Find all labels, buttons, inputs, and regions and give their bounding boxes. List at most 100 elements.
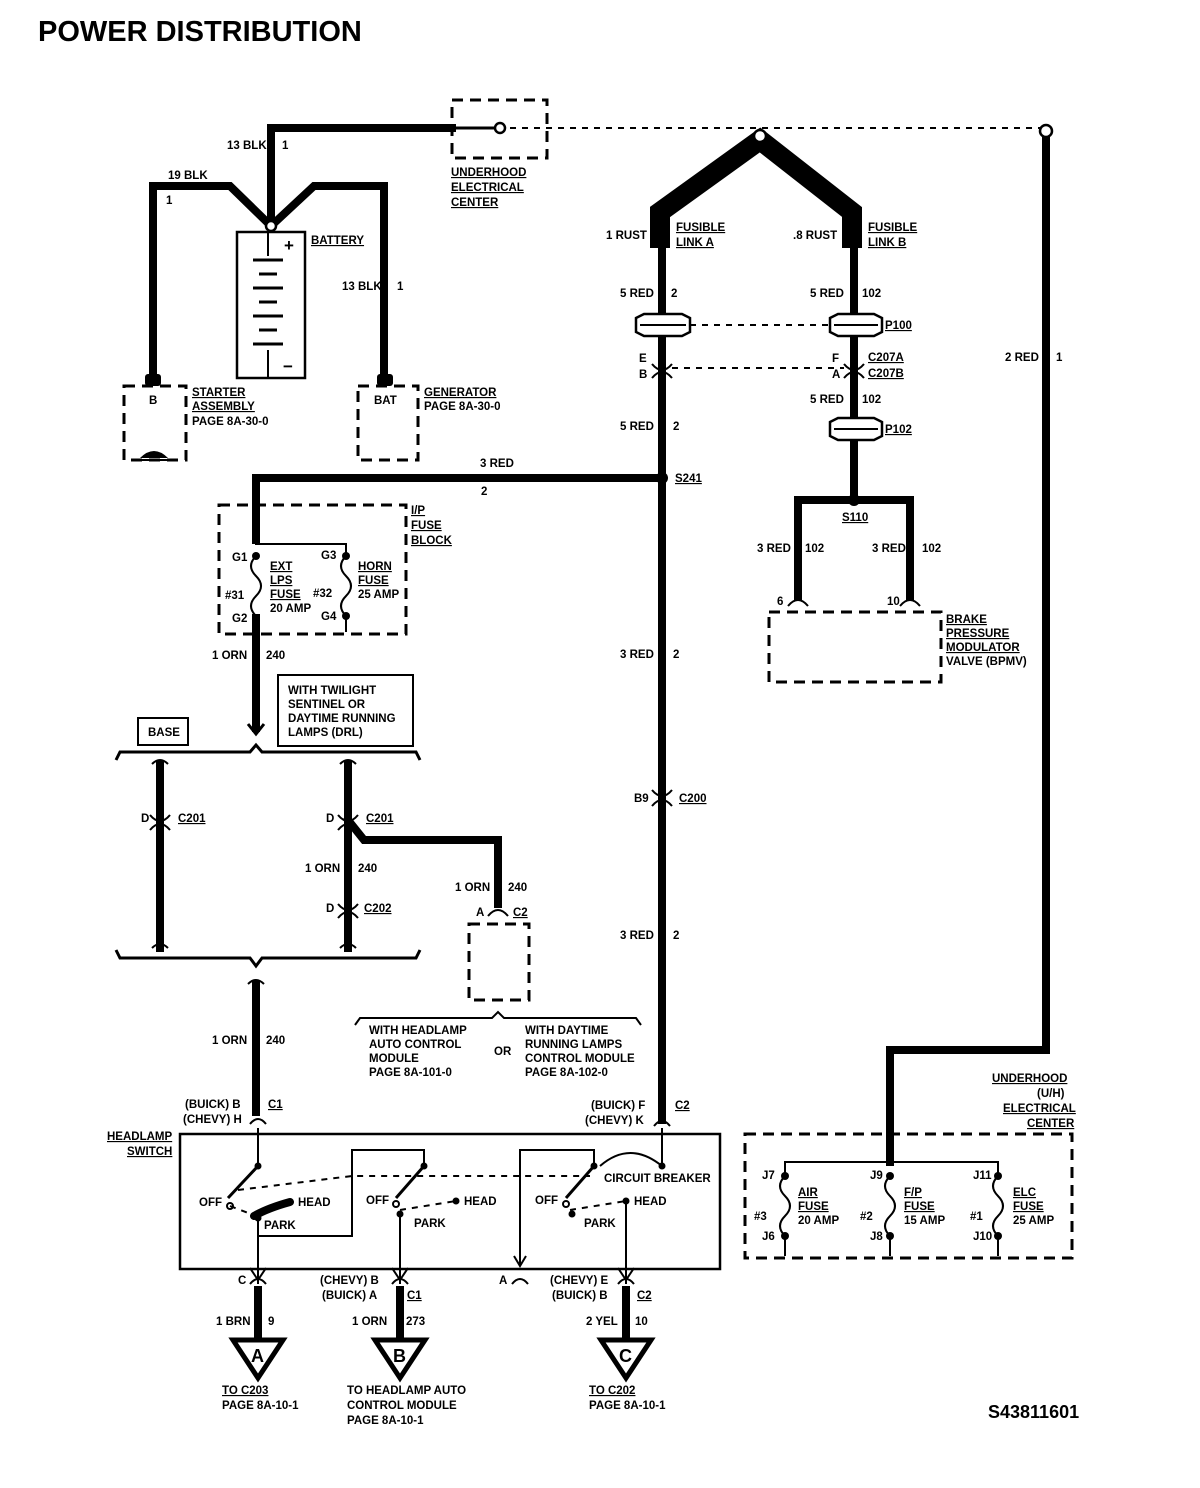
underhood-lower: UNDERHOOD (U/H) ELECTRICAL CENTER J7 #3 …	[743, 1073, 1076, 1260]
ext-fuse-num: #31	[225, 590, 245, 602]
hs-in-right-buick: (BUICK) F	[591, 1100, 645, 1112]
wire-13blk-gen: 13 BLK	[342, 281, 382, 293]
module-right-2: RUNNING LAMPS	[525, 1039, 622, 1051]
out-a-pin: C	[238, 1275, 246, 1287]
fusible-b-wire: .8 RUST	[793, 230, 837, 242]
hs-in-right-conn: C2	[675, 1100, 690, 1112]
out-c-wire: 2 YEL	[586, 1316, 618, 1328]
horn-fuse-label-2: FUSE	[358, 575, 389, 587]
generator-pin: BAT	[374, 395, 397, 407]
out-c-label-1: TO C202	[589, 1385, 635, 1397]
fusible-a-wire: 1 RUST	[606, 230, 647, 242]
option-base: BASE	[148, 727, 180, 739]
horn-fuse-num: #32	[313, 588, 332, 600]
c207-pin-b: B	[639, 369, 647, 381]
red-trunk-left: 5 RED 2 E B 5 RED 2 S241 3 RED 2 B9 C200…	[620, 244, 707, 1124]
right-feed-wire: 2 RED	[1005, 352, 1039, 364]
hs-off-2: OFF	[366, 1195, 389, 1207]
hs-head-2: HEAD	[464, 1196, 497, 1208]
c207-connector: C207A C207B	[651, 352, 904, 380]
fusible-b-red-circ: 102	[862, 288, 881, 300]
module-choice: WITH HEADLAMP AUTO CONTROL MODULE PAGE 8…	[354, 1010, 642, 1079]
module-c2: C2	[513, 907, 528, 919]
elc-label-2: FUSE	[1013, 1201, 1044, 1213]
bpmv-right-pin: 10	[887, 596, 900, 608]
underhood-top-label-2: ELECTRICAL	[451, 182, 524, 194]
out-b-buick: (BUICK) A	[322, 1290, 377, 1302]
fusible-b-label-1: FUSIBLE	[868, 222, 918, 234]
options: BASE WITH TWILIGHT SENTINEL OR DAYTIME R…	[114, 674, 422, 969]
underhood-lower-label-1: UNDERHOOD	[992, 1073, 1067, 1085]
option-twilight-1: WITH TWILIGHT	[288, 685, 376, 697]
red-main-circ-1: 2	[673, 649, 679, 661]
s241-circ: 2	[481, 486, 487, 498]
air-label-1: AIR	[798, 1187, 819, 1199]
fp-num: #2	[860, 1211, 873, 1223]
fusible-a-label-2: LINK A	[676, 237, 714, 249]
red-main-circ-2: 2	[673, 930, 679, 942]
horn-fuse-out-pin: G4	[321, 611, 337, 623]
out-b-label-2: CONTROL MODULE	[347, 1400, 457, 1412]
hs-head-1: HEAD	[298, 1197, 331, 1209]
connector-c207b: C207B	[868, 368, 904, 380]
orn-wire-lower: 1 ORN 240 (BUICK) B (CHEVY) H C1	[183, 979, 285, 1126]
splice-s241: S241	[675, 473, 702, 485]
base-c201: C201	[178, 813, 206, 825]
horn-fuse-label-1: HORN	[358, 561, 392, 573]
hs-in-right-chevy: (CHEVY) K	[585, 1115, 644, 1127]
inline-connectors: P100 C207A C207B P102	[634, 312, 912, 807]
fusible-a-red: 5 RED	[620, 288, 654, 300]
air-num: #3	[754, 1211, 767, 1223]
horn-fuse-in-pin: G3	[321, 550, 336, 562]
hs-park-3: PARK	[584, 1218, 616, 1230]
out-c-buick: (BUICK) B	[552, 1290, 608, 1302]
hs-off-1: OFF	[199, 1197, 222, 1209]
fusible-b-red2-circ: 102	[862, 394, 881, 406]
fp-out-pin: J8	[870, 1231, 883, 1243]
out-c-chevy: (CHEVY) E	[550, 1275, 608, 1287]
hs-in-left-chevy: (CHEVY) H	[183, 1114, 242, 1126]
c207-pin-a: A	[832, 369, 840, 381]
ext-fuse-label-3: FUSE	[270, 589, 301, 601]
starter-label-3: PAGE 8A-30-0	[192, 416, 268, 428]
elc-label-3: 25 AMP	[1013, 1215, 1054, 1227]
out-b-circ: 273	[406, 1316, 425, 1328]
module-right-3: CONTROL MODULE	[525, 1053, 635, 1065]
starter-pin: B	[149, 395, 157, 407]
output-b: (CHEVY) B (BUICK) A C1 1 ORN 273 B TO HE…	[320, 1275, 466, 1427]
generator-label-2: PAGE 8A-30-0	[424, 401, 500, 413]
underhood-lower-label-3: ELECTRICAL	[1003, 1103, 1076, 1115]
red-trunk-right: 5 RED 102 F A 5 RED 102 S110	[810, 244, 881, 524]
module-left-4: PAGE 8A-101-0	[369, 1067, 452, 1079]
bpmv-label-3: MODULATOR	[946, 642, 1020, 654]
battery-circuit: + − BATTERY 13 BLK 1 19 BLK 1 13 BLK 1	[149, 124, 456, 382]
bpmv-label-1: BRAKE	[946, 614, 987, 626]
air-label-2: FUSE	[798, 1201, 829, 1213]
fusible-links: 1 RUST FUSIBLE LINK A .8 RUST FUSIBLE LI…	[606, 127, 918, 249]
horn-fuse-label-3: 25 AMP	[358, 589, 399, 601]
output-c: (CHEVY) E (BUICK) B C2 2 YEL 10 C TO C20…	[550, 1275, 666, 1412]
bpmv-left-wire: 3 RED	[757, 543, 791, 555]
orn-wire-3: 1 ORN	[455, 882, 490, 894]
twilight-path: D C201 1 ORN 240 D C202 1 ORN 240 A C2	[305, 759, 531, 1002]
connector-c207a: C207A	[868, 352, 904, 364]
hs-park-2: PARK	[414, 1218, 446, 1230]
starter-label-2: ASSEMBLY	[192, 401, 255, 413]
generator: BAT GENERATOR PAGE 8A-30-0	[356, 374, 500, 462]
module-right-1: WITH DAYTIME	[525, 1025, 609, 1037]
right-feed-circ: 1	[1056, 352, 1063, 364]
elc-num: #1	[970, 1211, 983, 1223]
out-a-wire: 1 BRN	[216, 1316, 251, 1328]
fusible-a-red2-circ: 2	[673, 421, 679, 433]
ip-fuse-label-1: I/P	[411, 505, 425, 517]
orn-wire-4: 1 ORN	[212, 1035, 247, 1047]
fusible-a-red2: 5 RED	[620, 421, 654, 433]
hs-label-1: HEADLAMP	[107, 1131, 172, 1143]
ext-fuse-out-pin: G2	[232, 613, 247, 625]
hs-off-3: OFF	[535, 1195, 558, 1207]
out-a-circ: 9	[268, 1316, 274, 1328]
tw-c201: C201	[366, 813, 394, 825]
fp-label-3: 15 AMP	[904, 1215, 945, 1227]
c207-pin-e: E	[639, 353, 647, 365]
